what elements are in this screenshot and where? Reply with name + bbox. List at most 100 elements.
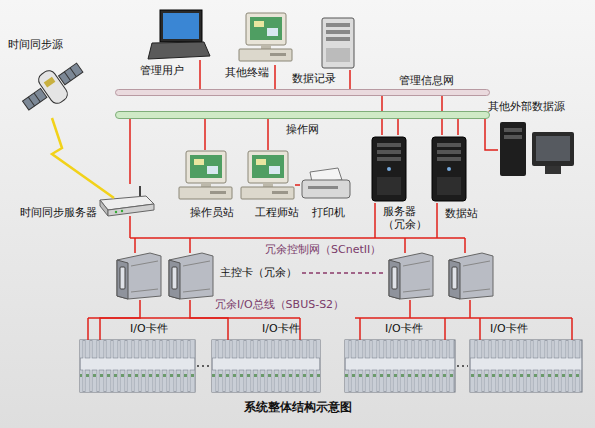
external-source-node: 其他外部数据源	[498, 120, 578, 178]
device-label: 服务器 （冗余）	[383, 205, 430, 231]
label-anchor: I/O卡件	[262, 322, 300, 335]
device-label: 操作网	[286, 123, 319, 136]
controller-icon	[389, 253, 433, 299]
server-icon	[322, 18, 354, 68]
controller-icon	[169, 253, 213, 299]
laptop-icon	[148, 10, 210, 59]
sync-signal	[52, 118, 114, 198]
label-anchor: 管理用户	[140, 64, 184, 77]
label-anchor: I/O卡件	[490, 322, 528, 335]
connector-line	[267, 119, 269, 150]
workstation-node: 操作员站	[178, 150, 233, 200]
label-anchor: 冗余控制网（SCnetII）	[265, 243, 381, 256]
connector-line	[204, 119, 206, 150]
label-anchor: 时间同步源	[8, 38, 63, 51]
printer-icon	[302, 168, 350, 198]
terminal-icon	[239, 13, 292, 61]
laptop-node: 管理用户	[148, 8, 210, 60]
server-node: 数据记录	[318, 16, 358, 70]
workstation-node: 工程师站	[240, 150, 295, 200]
label-anchor: 其他外部数据源	[488, 100, 565, 113]
controller-icon	[449, 253, 493, 299]
connector-line	[397, 119, 399, 135]
satellite-node: 时间同步源	[22, 56, 84, 118]
io-rack-node: I/O卡件	[80, 340, 195, 392]
device-label: 打印机	[312, 206, 345, 219]
controller-node: 主控卡（冗余）	[115, 252, 215, 300]
network-band: 操作网	[115, 111, 490, 119]
label-anchor: 主控卡（冗余）	[220, 266, 297, 279]
connector-line	[295, 184, 300, 186]
network-link	[268, 119, 269, 150]
device-label: 主控卡（冗余）	[220, 266, 297, 279]
engineer-pc-icon	[241, 151, 294, 199]
connector-line	[129, 119, 131, 184]
network-link	[350, 70, 351, 89]
device-label: I/O卡件	[130, 322, 168, 335]
network-link	[398, 119, 399, 135]
label-anchor: 时间同步服务器	[20, 206, 97, 219]
time-server-icon	[100, 186, 154, 216]
server-tower-icon	[372, 137, 406, 201]
network-link	[485, 119, 498, 150]
label-anchor: 数据记录	[292, 72, 336, 85]
connector-line	[457, 119, 459, 135]
caption-anchor: 系统整体结构示意图	[244, 401, 352, 414]
label-anchor: 打印机	[312, 206, 345, 219]
label-anchor: 其他终端	[225, 66, 269, 79]
label-anchor: 服务器 （冗余）	[383, 205, 430, 231]
io-rack-node: I/O卡件	[345, 340, 455, 392]
caption: 系统整体结构示意图	[244, 401, 352, 414]
label-anchor: I/O卡件	[130, 322, 168, 335]
connector-line	[52, 118, 114, 198]
network-band: 管理信息网	[115, 89, 490, 96]
controller-icon	[117, 253, 161, 299]
label-anchor: 工程师站	[255, 206, 299, 219]
connector-line	[485, 119, 498, 150]
device-label: I/O卡件	[262, 322, 300, 335]
device-label: I/O卡件	[490, 322, 528, 335]
device-label: 时间同步服务器	[20, 206, 97, 219]
io-rack-icon	[80, 340, 582, 392]
operator-pc-icon	[179, 151, 232, 199]
network-link	[205, 119, 206, 150]
label-anchor: 冗余I/O总线（SBUS-S2）	[215, 298, 344, 311]
network-link	[130, 119, 131, 184]
device-label: 操作员站	[190, 206, 234, 219]
connector-line	[199, 60, 201, 89]
device-label: 时间同步源	[8, 38, 63, 51]
device-label: I/O卡件	[385, 322, 423, 335]
device-label: 数据记录	[292, 72, 336, 85]
terminal-node: 其他终端	[238, 10, 293, 65]
label-anchor: 管理信息网	[399, 74, 454, 87]
label-anchor: 操作网	[286, 123, 319, 136]
network-link	[275, 65, 276, 89]
io-rack-node: I/O卡件	[212, 340, 320, 392]
device-label: 管理用户	[140, 64, 184, 77]
network-link	[200, 60, 201, 89]
device-label: 工程师站	[255, 206, 299, 219]
network-label: 冗余控制网（SCnetII）	[265, 243, 381, 256]
device-label: 数据站	[445, 207, 478, 220]
label-anchor: 数据站	[445, 207, 478, 220]
printer-node: 打印机	[300, 168, 352, 200]
network-link	[295, 185, 300, 186]
server-node: 数据站	[428, 135, 470, 203]
device-label: 管理信息网	[399, 74, 454, 87]
device-label: 其他外部数据源	[488, 100, 565, 113]
dashed-link	[302, 272, 384, 274]
connector-line	[349, 70, 351, 89]
connector-line	[274, 65, 276, 89]
satellite-icon	[16, 54, 90, 120]
server-node: 服务器 （冗余）	[368, 135, 410, 203]
network-label: 冗余I/O总线（SBUS-S2）	[215, 298, 344, 311]
label-anchor: I/O卡件	[385, 322, 423, 335]
dotted-gap	[197, 365, 468, 367]
server-tower-icon	[432, 137, 466, 201]
network-wire	[88, 203, 572, 340]
network-link	[458, 119, 459, 135]
io-rack-node: I/O卡件	[470, 340, 582, 392]
external-pc-icon	[500, 122, 574, 176]
label-anchor: 操作员站	[190, 206, 234, 219]
time-server-node: 时间同步服务器	[98, 184, 154, 216]
